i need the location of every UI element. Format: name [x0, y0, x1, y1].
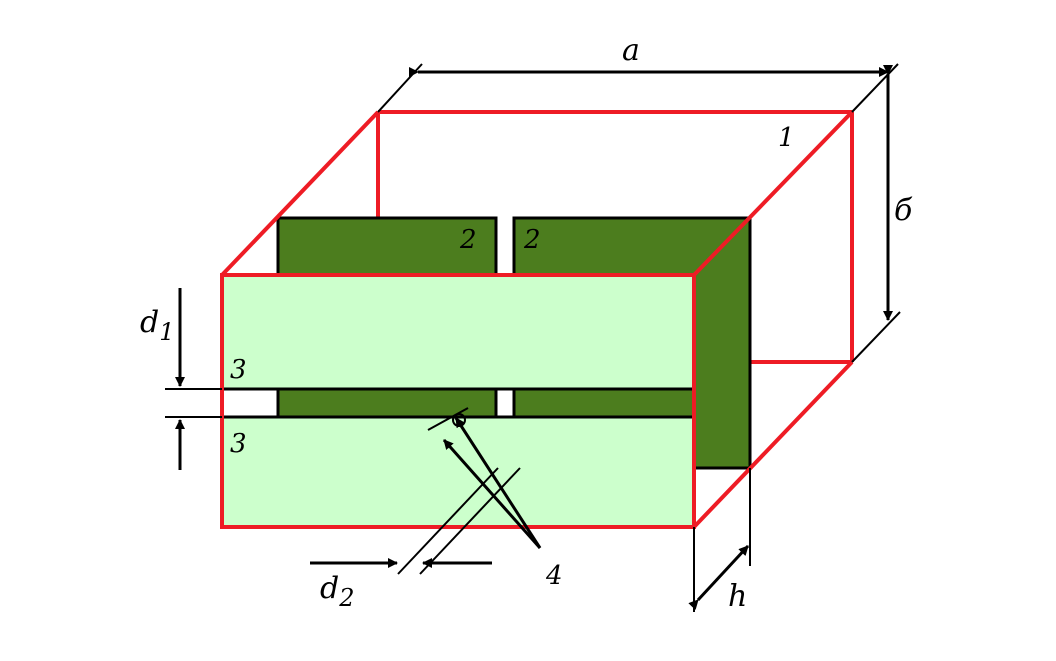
- box-back-edges: [376, 112, 852, 364]
- label-d2: d2: [320, 571, 355, 612]
- label-h: h: [728, 579, 747, 614]
- label-d1-main: d: [140, 305, 159, 340]
- dimension-b: [851, 65, 901, 363]
- label-d1-sub: 1: [159, 318, 174, 346]
- label-b: б: [894, 193, 913, 228]
- plate-top: [220, 273, 696, 391]
- label-d2-sub: 2: [338, 584, 354, 612]
- label-1: 1: [778, 123, 795, 153]
- dimension-d2: [310, 407, 521, 575]
- label-3-top: 3: [230, 355, 247, 385]
- leader-4: [442, 413, 542, 549]
- dimension-d1: [165, 288, 222, 470]
- box-outline: [220, 110, 854, 529]
- label-2-left: 2: [459, 225, 477, 255]
- dimension-a: [377, 63, 899, 113]
- dimension-h: [688, 468, 751, 612]
- label-d2-main: d: [320, 571, 339, 606]
- label-4: 4: [545, 561, 563, 591]
- label-a: a: [622, 33, 640, 68]
- label-d1: d1: [140, 305, 175, 346]
- label-3-bottom: 3: [230, 429, 247, 459]
- label-2-right: 2: [523, 225, 541, 255]
